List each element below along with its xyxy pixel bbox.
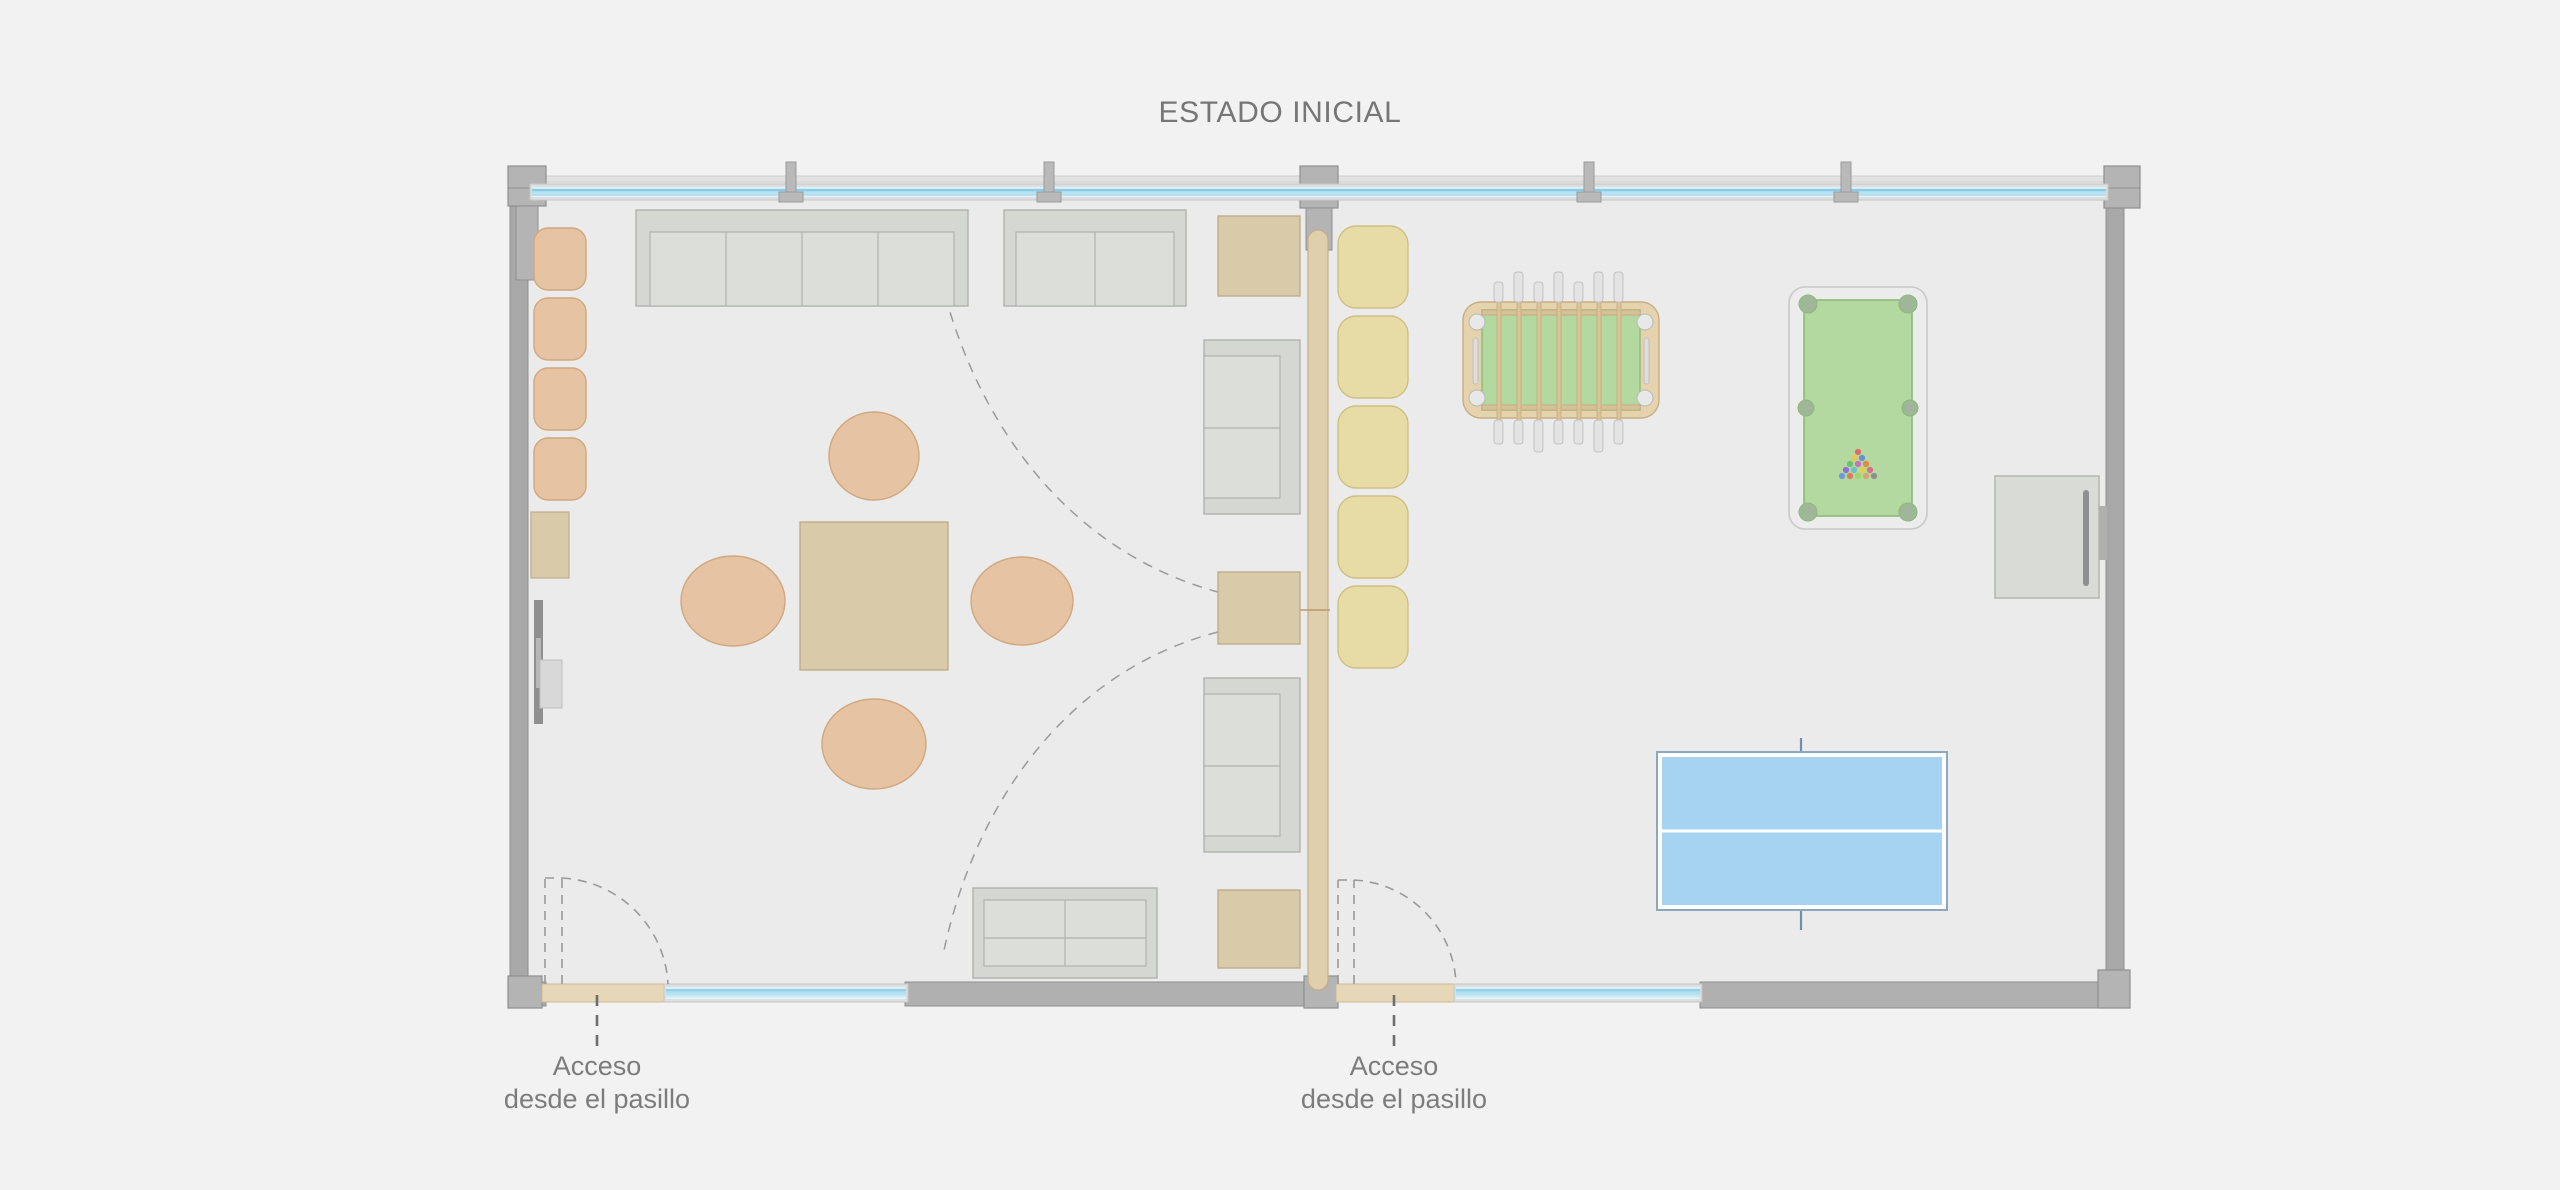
wall-south-right bbox=[1699, 981, 2125, 1009]
annotation-centro-line1: Acceso bbox=[1350, 1051, 1439, 1081]
yellow-seat-row bbox=[1337, 225, 1409, 669]
glazing-south-right-glass bbox=[1456, 987, 1700, 999]
cabinet-east bbox=[1994, 475, 2107, 599]
curtain-wall-north bbox=[529, 161, 2109, 203]
pool-pockets bbox=[1797, 294, 1919, 522]
door-swing-west bbox=[544, 877, 669, 985]
glazing-south-left-glass bbox=[666, 987, 906, 999]
center-square-tables bbox=[1217, 215, 1301, 969]
sofa-south bbox=[972, 887, 1158, 979]
wall-south-center bbox=[904, 981, 1310, 1007]
seat-west-1 bbox=[533, 227, 587, 291]
annotation-oeste-line2: desde el pasillo bbox=[504, 1084, 690, 1114]
walls bbox=[507, 165, 2141, 1009]
side-table-west bbox=[530, 511, 570, 579]
door-threshold-west bbox=[541, 983, 665, 1003]
seat-west-2 bbox=[533, 297, 587, 361]
yellow-seat-2 bbox=[1337, 315, 1409, 399]
door-swing-center bbox=[1337, 879, 1457, 985]
foosball-rods bbox=[1493, 271, 1624, 453]
dining-chair-west bbox=[680, 555, 786, 647]
page-title: ESTADO INICIAL bbox=[1158, 96, 1402, 129]
sliding-partition-arcs bbox=[942, 294, 1219, 956]
column-southwest bbox=[507, 975, 543, 1009]
dining-table bbox=[799, 521, 949, 671]
column-northeast bbox=[2103, 165, 2141, 209]
wall-seats-west bbox=[533, 227, 587, 501]
dining-chair-north bbox=[828, 411, 920, 501]
curtain-wall-south bbox=[541, 983, 1703, 1003]
annotation-acceso-oeste: Acceso desde el pasillo bbox=[504, 1051, 690, 1114]
dining-chair-south bbox=[821, 698, 927, 790]
yellow-seat-3 bbox=[1337, 405, 1409, 489]
pool-table bbox=[1788, 286, 1928, 530]
dining-set bbox=[680, 411, 1074, 790]
sofa-north-long bbox=[635, 209, 969, 307]
foosball-table bbox=[1462, 271, 1660, 453]
wall-west bbox=[509, 179, 529, 989]
annotation-oeste-line1: Acceso bbox=[553, 1051, 642, 1081]
annotation-leaders bbox=[595, 995, 1396, 1050]
sofa-north-short bbox=[1003, 209, 1187, 307]
pingpong-table bbox=[1656, 738, 1948, 930]
dining-chair-east bbox=[970, 556, 1074, 646]
square-table-center bbox=[1217, 571, 1301, 645]
radiator-west bbox=[534, 600, 563, 724]
square-table-south bbox=[1217, 889, 1301, 969]
wall-east bbox=[2105, 179, 2125, 989]
seat-west-3 bbox=[533, 367, 587, 431]
seat-west-4 bbox=[533, 437, 587, 501]
arc-lower bbox=[942, 631, 1219, 956]
yellow-seat-4 bbox=[1337, 495, 1409, 579]
pool-ball-rack bbox=[1838, 448, 1878, 480]
annotation-centro-line2: desde el pasillo bbox=[1301, 1084, 1487, 1114]
yellow-seat-1 bbox=[1337, 225, 1409, 309]
yellow-seat-5 bbox=[1337, 585, 1409, 669]
arc-upper bbox=[944, 294, 1219, 593]
square-table-north bbox=[1217, 215, 1301, 297]
mullions-north bbox=[778, 161, 1859, 203]
column-southeast bbox=[2097, 969, 2131, 1009]
sofa-center-south bbox=[1203, 677, 1301, 853]
glazing-north-glass bbox=[532, 187, 2106, 197]
annotation-acceso-centro: Acceso desde el pasillo bbox=[1301, 1051, 1487, 1114]
sofa-center-north bbox=[1203, 339, 1301, 515]
